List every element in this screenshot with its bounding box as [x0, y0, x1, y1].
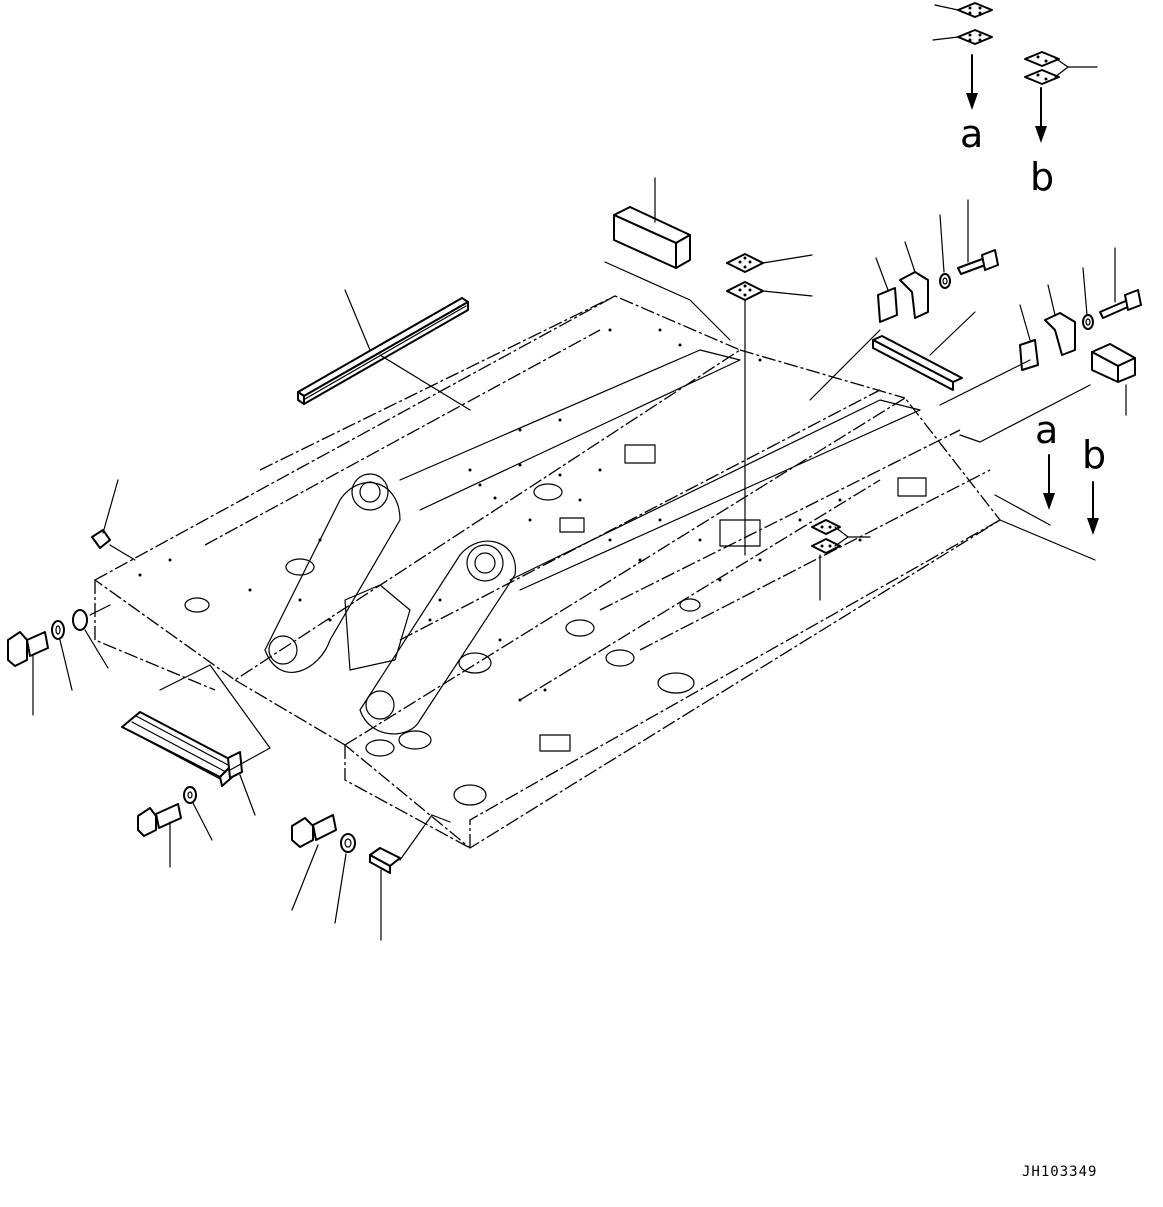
washer-1	[939, 214, 951, 289]
plate-lower	[369, 814, 451, 941]
shims-lower-right	[811, 519, 871, 601]
bolt-2	[1099, 247, 1142, 319]
step-grating	[121, 664, 271, 816]
rubber-strip	[297, 289, 471, 411]
frame-holes	[184, 444, 927, 806]
arrow-to-b-top	[1035, 87, 1047, 143]
arrow-a-right	[1043, 454, 1055, 510]
arrow-b-right	[1087, 481, 1099, 535]
shim-plate-set-b	[1024, 51, 1098, 85]
cap-plug	[91, 479, 136, 561]
bolt-left	[7, 631, 49, 716]
ref-label-a-top: a	[960, 112, 983, 156]
washer-lower	[334, 833, 356, 924]
ref-label-b-right: b	[1082, 433, 1106, 477]
drawing-code: JH103349	[1022, 1164, 1097, 1180]
shim-plate-set-a	[932, 2, 993, 45]
washer-step	[183, 786, 213, 841]
leader-lines-right	[809, 329, 1096, 561]
bracket-right	[1019, 284, 1076, 371]
bolt-step	[137, 803, 182, 868]
ref-label-a-right: a	[1035, 408, 1058, 452]
spacer-bar	[872, 311, 976, 391]
weight-block	[604, 177, 731, 341]
ref-label-b-top: b	[1030, 155, 1054, 199]
cover-block	[1091, 343, 1136, 416]
bolt-lower	[291, 814, 337, 911]
bolt-1	[957, 199, 999, 275]
boom-foot-plates	[264, 349, 921, 735]
washer-2	[1082, 267, 1094, 330]
frame-dots	[138, 328, 862, 702]
center-shims	[726, 253, 813, 556]
o-ring-left	[72, 604, 111, 669]
washer-left	[51, 620, 73, 691]
arrow-to-a-top	[966, 54, 978, 110]
bracket-left	[875, 241, 929, 323]
